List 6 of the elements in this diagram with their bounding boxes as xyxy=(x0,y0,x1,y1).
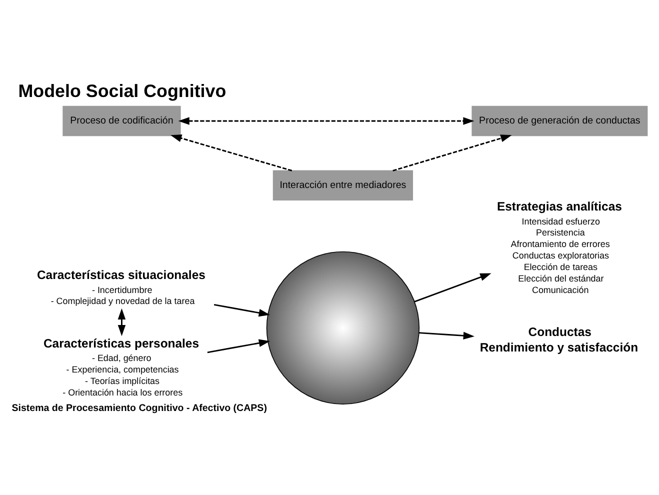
node-text: Conductas Rendimiento y satisfacción xyxy=(480,325,638,355)
node-text: Estrategias analíticas Intensidad esfuerzo Persistencia Afrontamiento de errores Conductas exploratorias Elección de tareas Elección del estándar Comunicación xyxy=(496,200,622,295)
diagram-title: Modelo Social Cognitivo xyxy=(18,81,226,102)
node-text: Características personales - Edad, género - Experiencia, competencias - Teorías implícitas - Orientación hacia los errores xyxy=(44,336,200,398)
node-label: Sistema de Procesamiento Cognitivo - Afectivo (CAPS) xyxy=(12,403,267,414)
node-text: Características situacionales - Incertidumbre - Complejidad y novedad de la tarea xyxy=(36,268,206,306)
